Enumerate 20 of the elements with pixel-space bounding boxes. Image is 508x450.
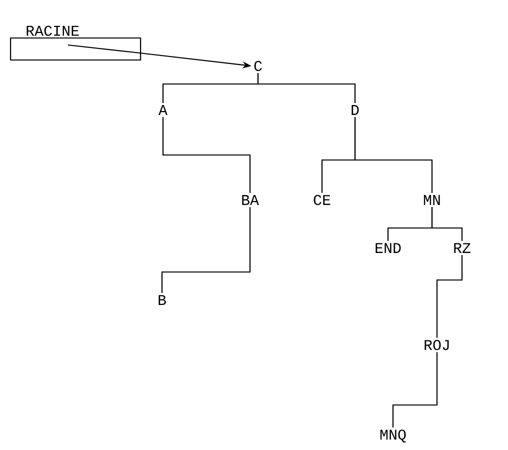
node-label: ROJ: [424, 340, 449, 350]
node-label: RACINE: [26, 26, 79, 36]
node-label: A: [158, 105, 168, 115]
node-label: RZ: [454, 243, 470, 253]
node-label: MNQ: [380, 430, 406, 442]
node-label: C: [254, 60, 262, 72]
node-label: D: [352, 105, 359, 115]
tree-branch: [162, 117, 251, 194]
node-label: B: [158, 295, 166, 305]
tree-branch: [257, 73, 356, 104]
node-label: END: [376, 243, 401, 253]
node-label: BA: [242, 195, 259, 205]
tree-branch: [436, 255, 463, 338]
tree-branch: [431, 207, 463, 242]
tree-branch: [392, 352, 438, 428]
tree-branch: [161, 207, 251, 293]
node-label: CE: [314, 194, 330, 206]
pointer-box: RACINE: [10, 26, 142, 61]
node-label: MN: [424, 195, 440, 205]
tree-branch: [354, 117, 433, 194]
